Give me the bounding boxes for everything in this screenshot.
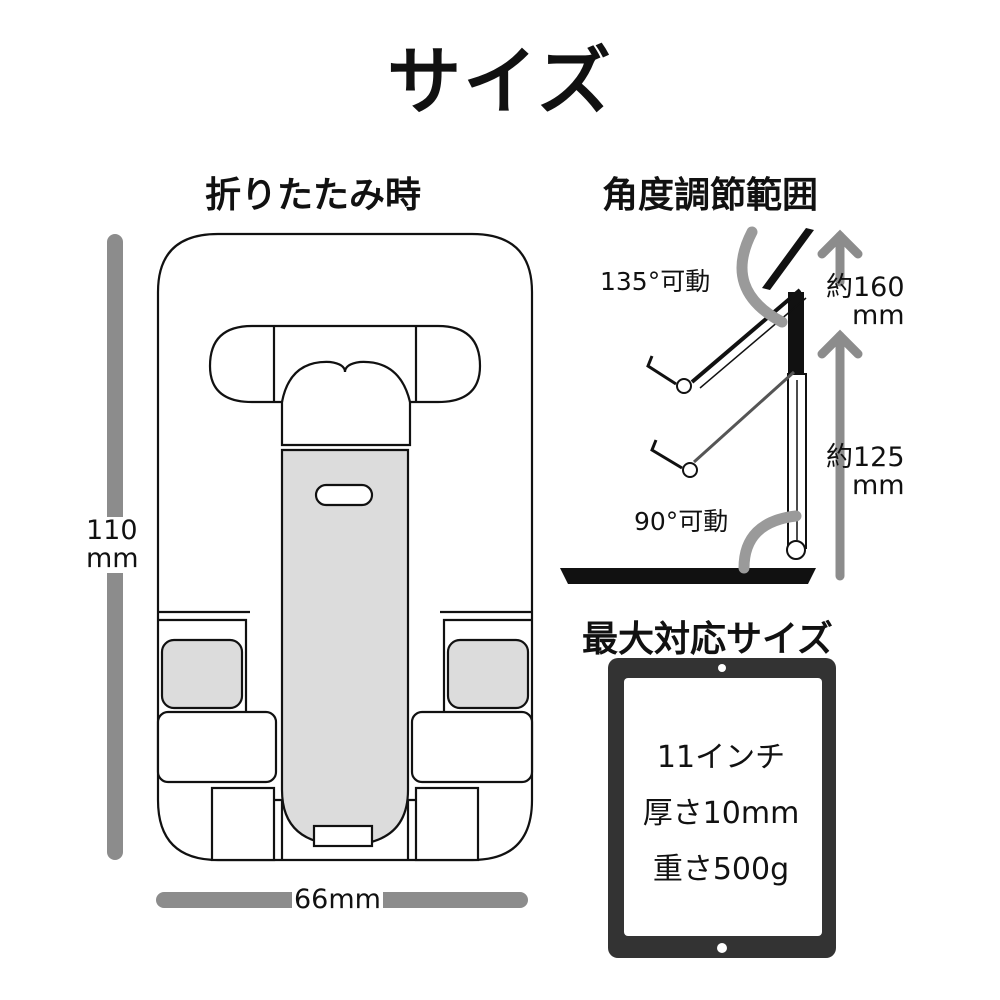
center-strip — [280, 448, 410, 847]
left-lower-block — [156, 710, 278, 784]
angle-diagram — [560, 226, 863, 584]
stand-post-upper — [788, 292, 804, 374]
tablet-home-button — [717, 943, 727, 953]
upper-height-arrow — [817, 229, 863, 287]
lower-height-label: 約125 mm — [826, 442, 905, 501]
strip-slot — [314, 483, 374, 507]
angle-heading: 角度調節範囲 — [602, 175, 819, 216]
tablet — [608, 658, 836, 958]
stand-body-lower — [156, 612, 534, 862]
spec-size: 11インチ — [656, 740, 786, 775]
left-foot-pad — [160, 638, 244, 710]
right-foot-pad — [446, 638, 530, 710]
upper-angle-arc — [736, 226, 788, 328]
folded-heading: 折りたたみ時 — [205, 175, 422, 216]
max-size-heading: 最大対応サイズ — [582, 619, 833, 660]
upper-plate — [762, 228, 814, 290]
lower-height-arrow — [817, 329, 863, 581]
lower-angle-arc — [738, 510, 802, 574]
tablet-camera — [718, 664, 726, 672]
spec-thickness: 厚さ10mm — [642, 796, 800, 831]
stand-base — [560, 568, 816, 584]
right-lower-block — [410, 710, 534, 784]
tablet-screen — [624, 678, 822, 936]
width-label: 66mm — [292, 884, 383, 915]
folded-stand — [156, 232, 534, 862]
stand-handle — [208, 324, 482, 447]
spec-weight: 重さ500g — [652, 852, 790, 887]
lower-angle-label: 90°可動 — [634, 507, 729, 536]
upper-height-label: 約160 mm — [826, 272, 905, 331]
hinge-bottom — [786, 540, 806, 560]
page-title: サイズ — [387, 39, 613, 125]
upper-angle-label: 135°可動 — [600, 267, 711, 296]
height-label: 110 mm — [86, 515, 139, 574]
strip-tab — [312, 824, 374, 848]
